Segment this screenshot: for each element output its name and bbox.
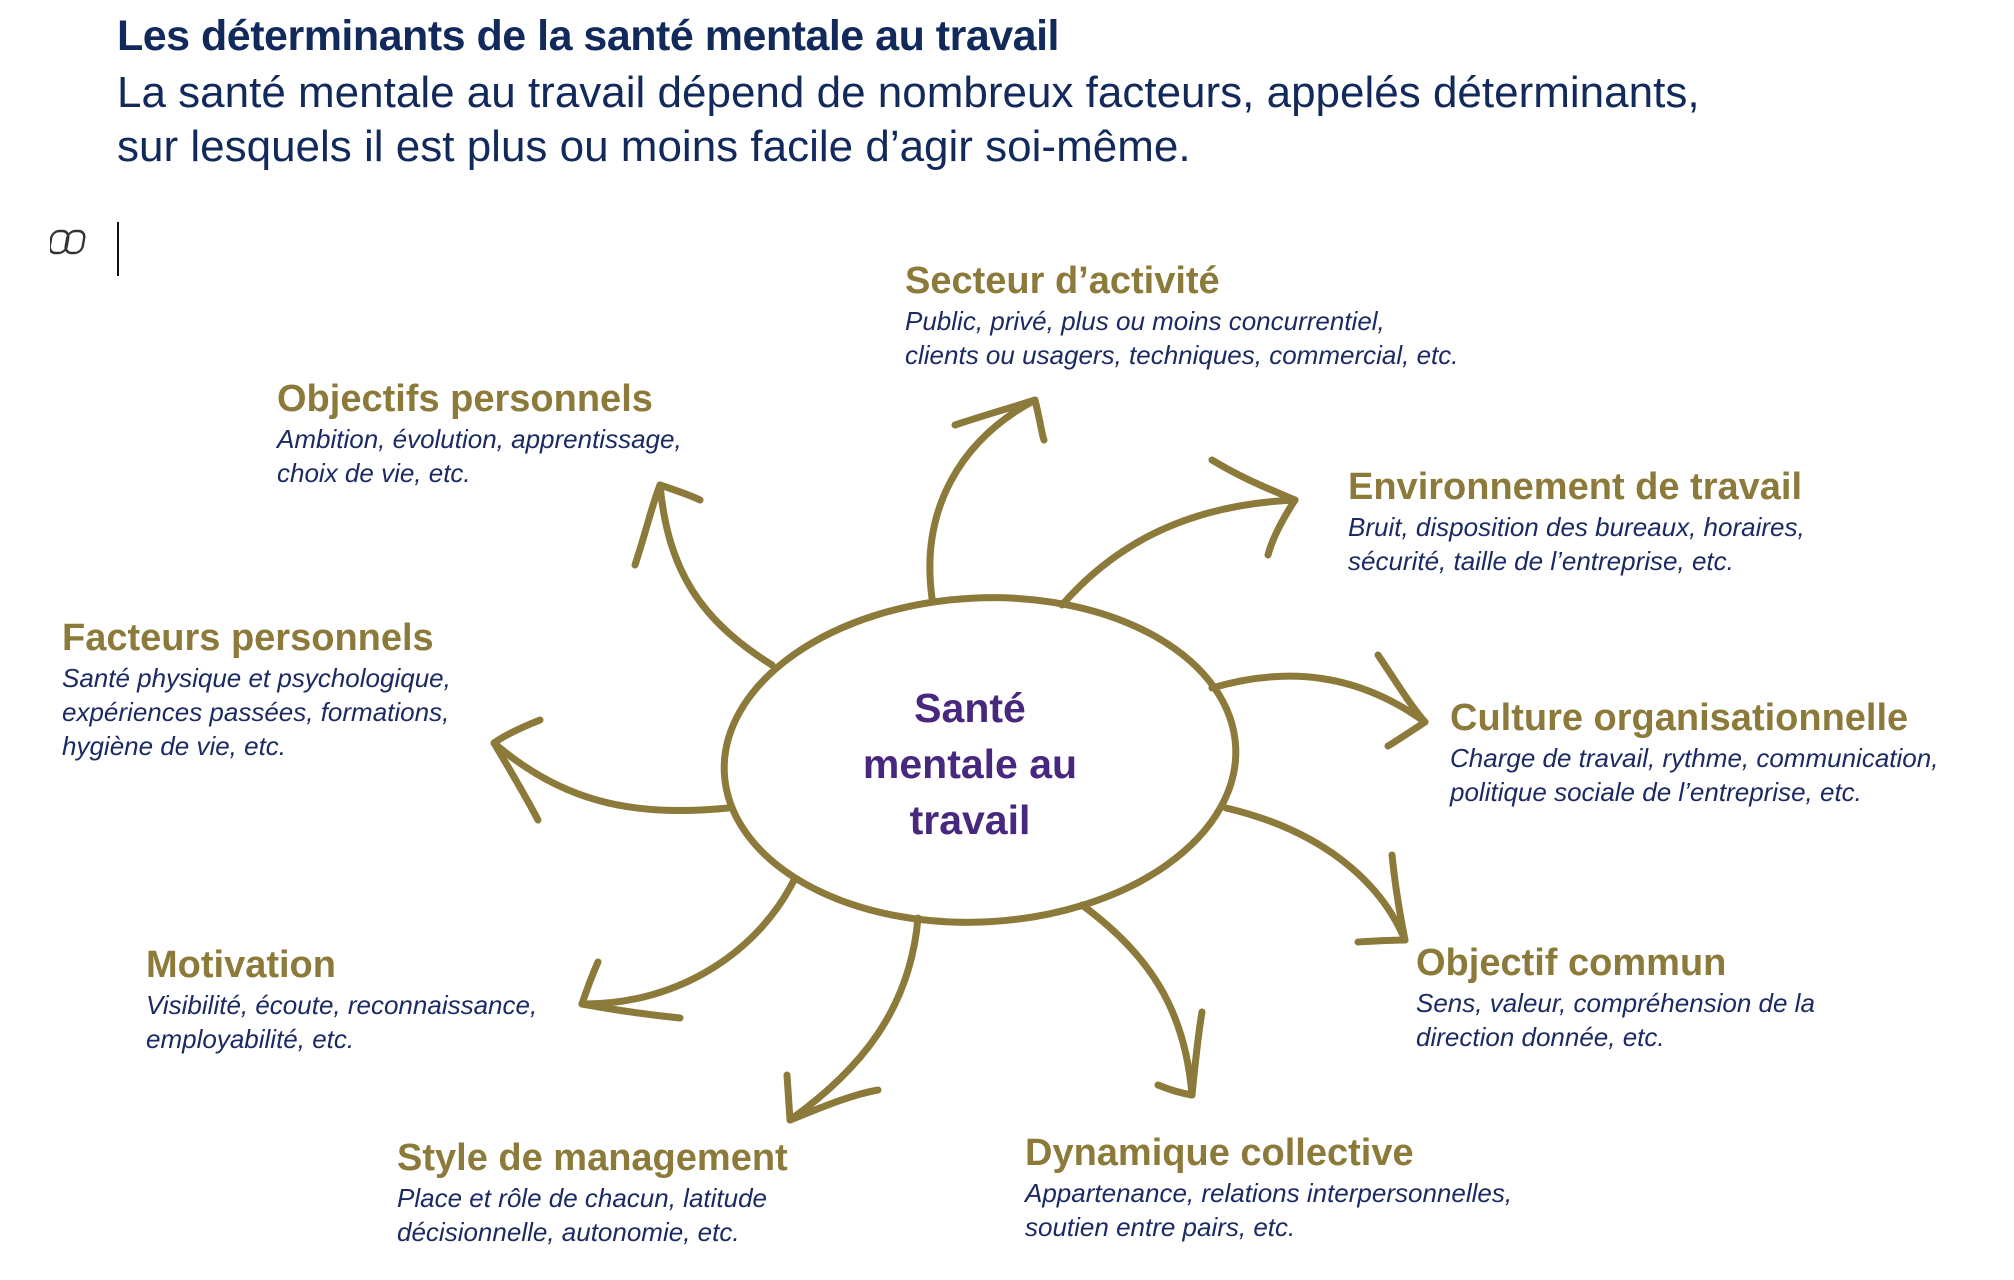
node-description-line: choix de vie, etc. bbox=[277, 458, 471, 488]
node-description-line: Visibilité, écoute, reconnaissance, bbox=[146, 990, 538, 1020]
node-title: Objectif commun bbox=[1416, 942, 1727, 984]
arrow-culture bbox=[1208, 651, 1429, 750]
node-description-line: clients ou usagers, techniques, commerci… bbox=[905, 340, 1459, 370]
page-subtitle-line-1: La santé mentale au travail dépend de no… bbox=[117, 68, 1700, 117]
node-objectif-commun: Objectif commun Sens, valeur, compréhens… bbox=[1416, 940, 1815, 1054]
node-facteurs-personnels: Facteurs personnels Santé physique et ps… bbox=[62, 615, 451, 763]
center-ellipse bbox=[720, 594, 1240, 926]
node-description-line: hygiène de vie, etc. bbox=[62, 731, 287, 761]
page-title: Les déterminants de la santé mentale au … bbox=[117, 12, 1059, 60]
arrow-motivation bbox=[578, 874, 799, 1022]
node-secteur: Secteur d’activité Public, privé, plus o… bbox=[905, 258, 1458, 372]
arrow-style bbox=[783, 914, 922, 1124]
center-label-line-2: mentale au bbox=[862, 741, 1078, 787]
node-description-line: Sens, valeur, compréhension de la bbox=[1416, 988, 1815, 1018]
arrow-dynamique bbox=[1078, 901, 1206, 1099]
header: Les déterminants de la santé mentale au … bbox=[117, 6, 1977, 174]
node-culture: Culture organisationnelle Charge de trav… bbox=[1450, 695, 1938, 809]
node-title: Culture organisationnelle bbox=[1450, 697, 1909, 739]
node-title: Environnement de travail bbox=[1348, 466, 1803, 508]
node-environnement: Environnement de travail Bruit, disposit… bbox=[1348, 464, 1805, 578]
node-dynamique-collective: Dynamique collective Appartenance, relat… bbox=[1025, 1130, 1512, 1244]
arrow-environnement bbox=[1058, 456, 1299, 609]
node-motivation: Motivation Visibilité, écoute, reconnais… bbox=[146, 942, 537, 1056]
arrow-secteur bbox=[926, 396, 1048, 602]
node-objectifs-personnels: Objectifs personnels Ambition, évolution… bbox=[277, 376, 682, 490]
arrow-objectif-commun bbox=[1222, 804, 1409, 946]
arrow-facteurs-perso bbox=[490, 716, 732, 824]
node-description-line: Santé physique et psychologique, bbox=[62, 663, 451, 693]
node-title: Objectifs personnels bbox=[277, 378, 653, 420]
node-description-line: décisionnelle, autonomie, etc. bbox=[397, 1217, 740, 1247]
node-description-line: soutien entre pairs, etc. bbox=[1025, 1212, 1296, 1242]
node-description-line: Place et rôle de chacun, latitude bbox=[397, 1183, 768, 1213]
node-title: Facteurs personnels bbox=[62, 617, 434, 659]
center-label: Santé mentale au travail bbox=[720, 680, 1220, 848]
copilot-icon[interactable] bbox=[50, 222, 90, 262]
node-title: Style de management bbox=[397, 1137, 788, 1179]
center-label-line-1: Santé bbox=[914, 685, 1026, 731]
node-description-line: employabilité, etc. bbox=[146, 1024, 355, 1054]
node-description-line: expériences passées, formations, bbox=[62, 697, 450, 727]
page-subtitle-line-2: sur lesquels il est plus ou moins facile… bbox=[117, 122, 1191, 171]
node-title: Dynamique collective bbox=[1025, 1132, 1414, 1174]
node-title: Motivation bbox=[146, 944, 336, 986]
node-description-line: Ambition, évolution, apprentissage, bbox=[277, 424, 682, 454]
node-description-line: Bruit, disposition des bureaux, horaires… bbox=[1348, 512, 1805, 542]
center-label-line-3: travail bbox=[909, 797, 1031, 843]
node-description-line: Public, privé, plus ou moins concurrenti… bbox=[905, 306, 1385, 336]
arrow-objectifs-perso bbox=[631, 481, 776, 669]
node-description-line: Charge de travail, rythme, communication… bbox=[1450, 743, 1939, 773]
node-description-line: Appartenance, relations interpersonnelle… bbox=[1025, 1178, 1513, 1208]
text-cursor bbox=[117, 222, 119, 276]
node-title: Secteur d’activité bbox=[905, 260, 1220, 302]
node-description-line: politique sociale de l’entreprise, etc. bbox=[1450, 777, 1862, 807]
node-description-line: sécurité, taille de l’entreprise, etc. bbox=[1348, 546, 1734, 576]
node-description-line: direction donnée, etc. bbox=[1416, 1022, 1665, 1052]
node-style-management: Style de management Place et rôle de cha… bbox=[397, 1135, 788, 1249]
